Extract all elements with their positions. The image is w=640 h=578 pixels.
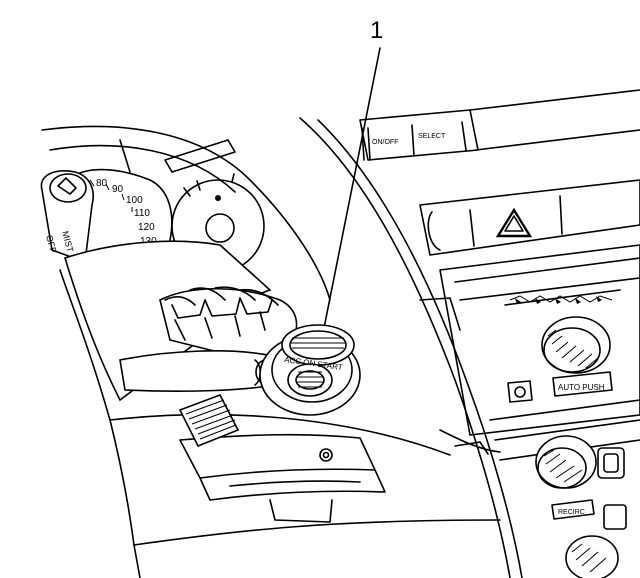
hvac-select-label: SELECT (418, 133, 446, 140)
hazard-icon (495, 207, 533, 238)
callout-leader-line (321, 47, 381, 339)
speedometer-tick-labels: 80 90 100 110 120 130 (96, 178, 157, 247)
lower-knob-icon (565, 535, 619, 578)
callout-number: 1 (370, 17, 383, 44)
dashboard-outline (41, 117, 523, 578)
hvac-recirc-label: RECIRC (558, 509, 585, 516)
wiper-stalk: OFF MIST (40, 170, 94, 264)
hvac-auto-push-label: AUTO PUSH (558, 383, 605, 392)
panel-seams (419, 297, 501, 455)
wiper-off-label: OFF (44, 234, 58, 254)
speaker-grille (178, 394, 240, 448)
speed-tick-90: 90 (112, 184, 124, 195)
hvac-onoff-label: ON/OFF (372, 139, 398, 146)
fan-knob-icon (535, 435, 597, 489)
temperature-knob-icon (541, 316, 611, 374)
center-stack: ON/OFF SELECT AUTO PUSH (359, 89, 640, 578)
ignition-switch: ACC ON START (259, 324, 361, 416)
speed-tick-110: 110 (134, 208, 150, 219)
callout-1: 1 (321, 17, 383, 339)
speed-tick-80: 80 (96, 178, 108, 189)
speed-tick-120: 120 (138, 222, 155, 233)
speed-tick-100: 100 (126, 195, 143, 206)
hand-turning-key (64, 240, 298, 402)
